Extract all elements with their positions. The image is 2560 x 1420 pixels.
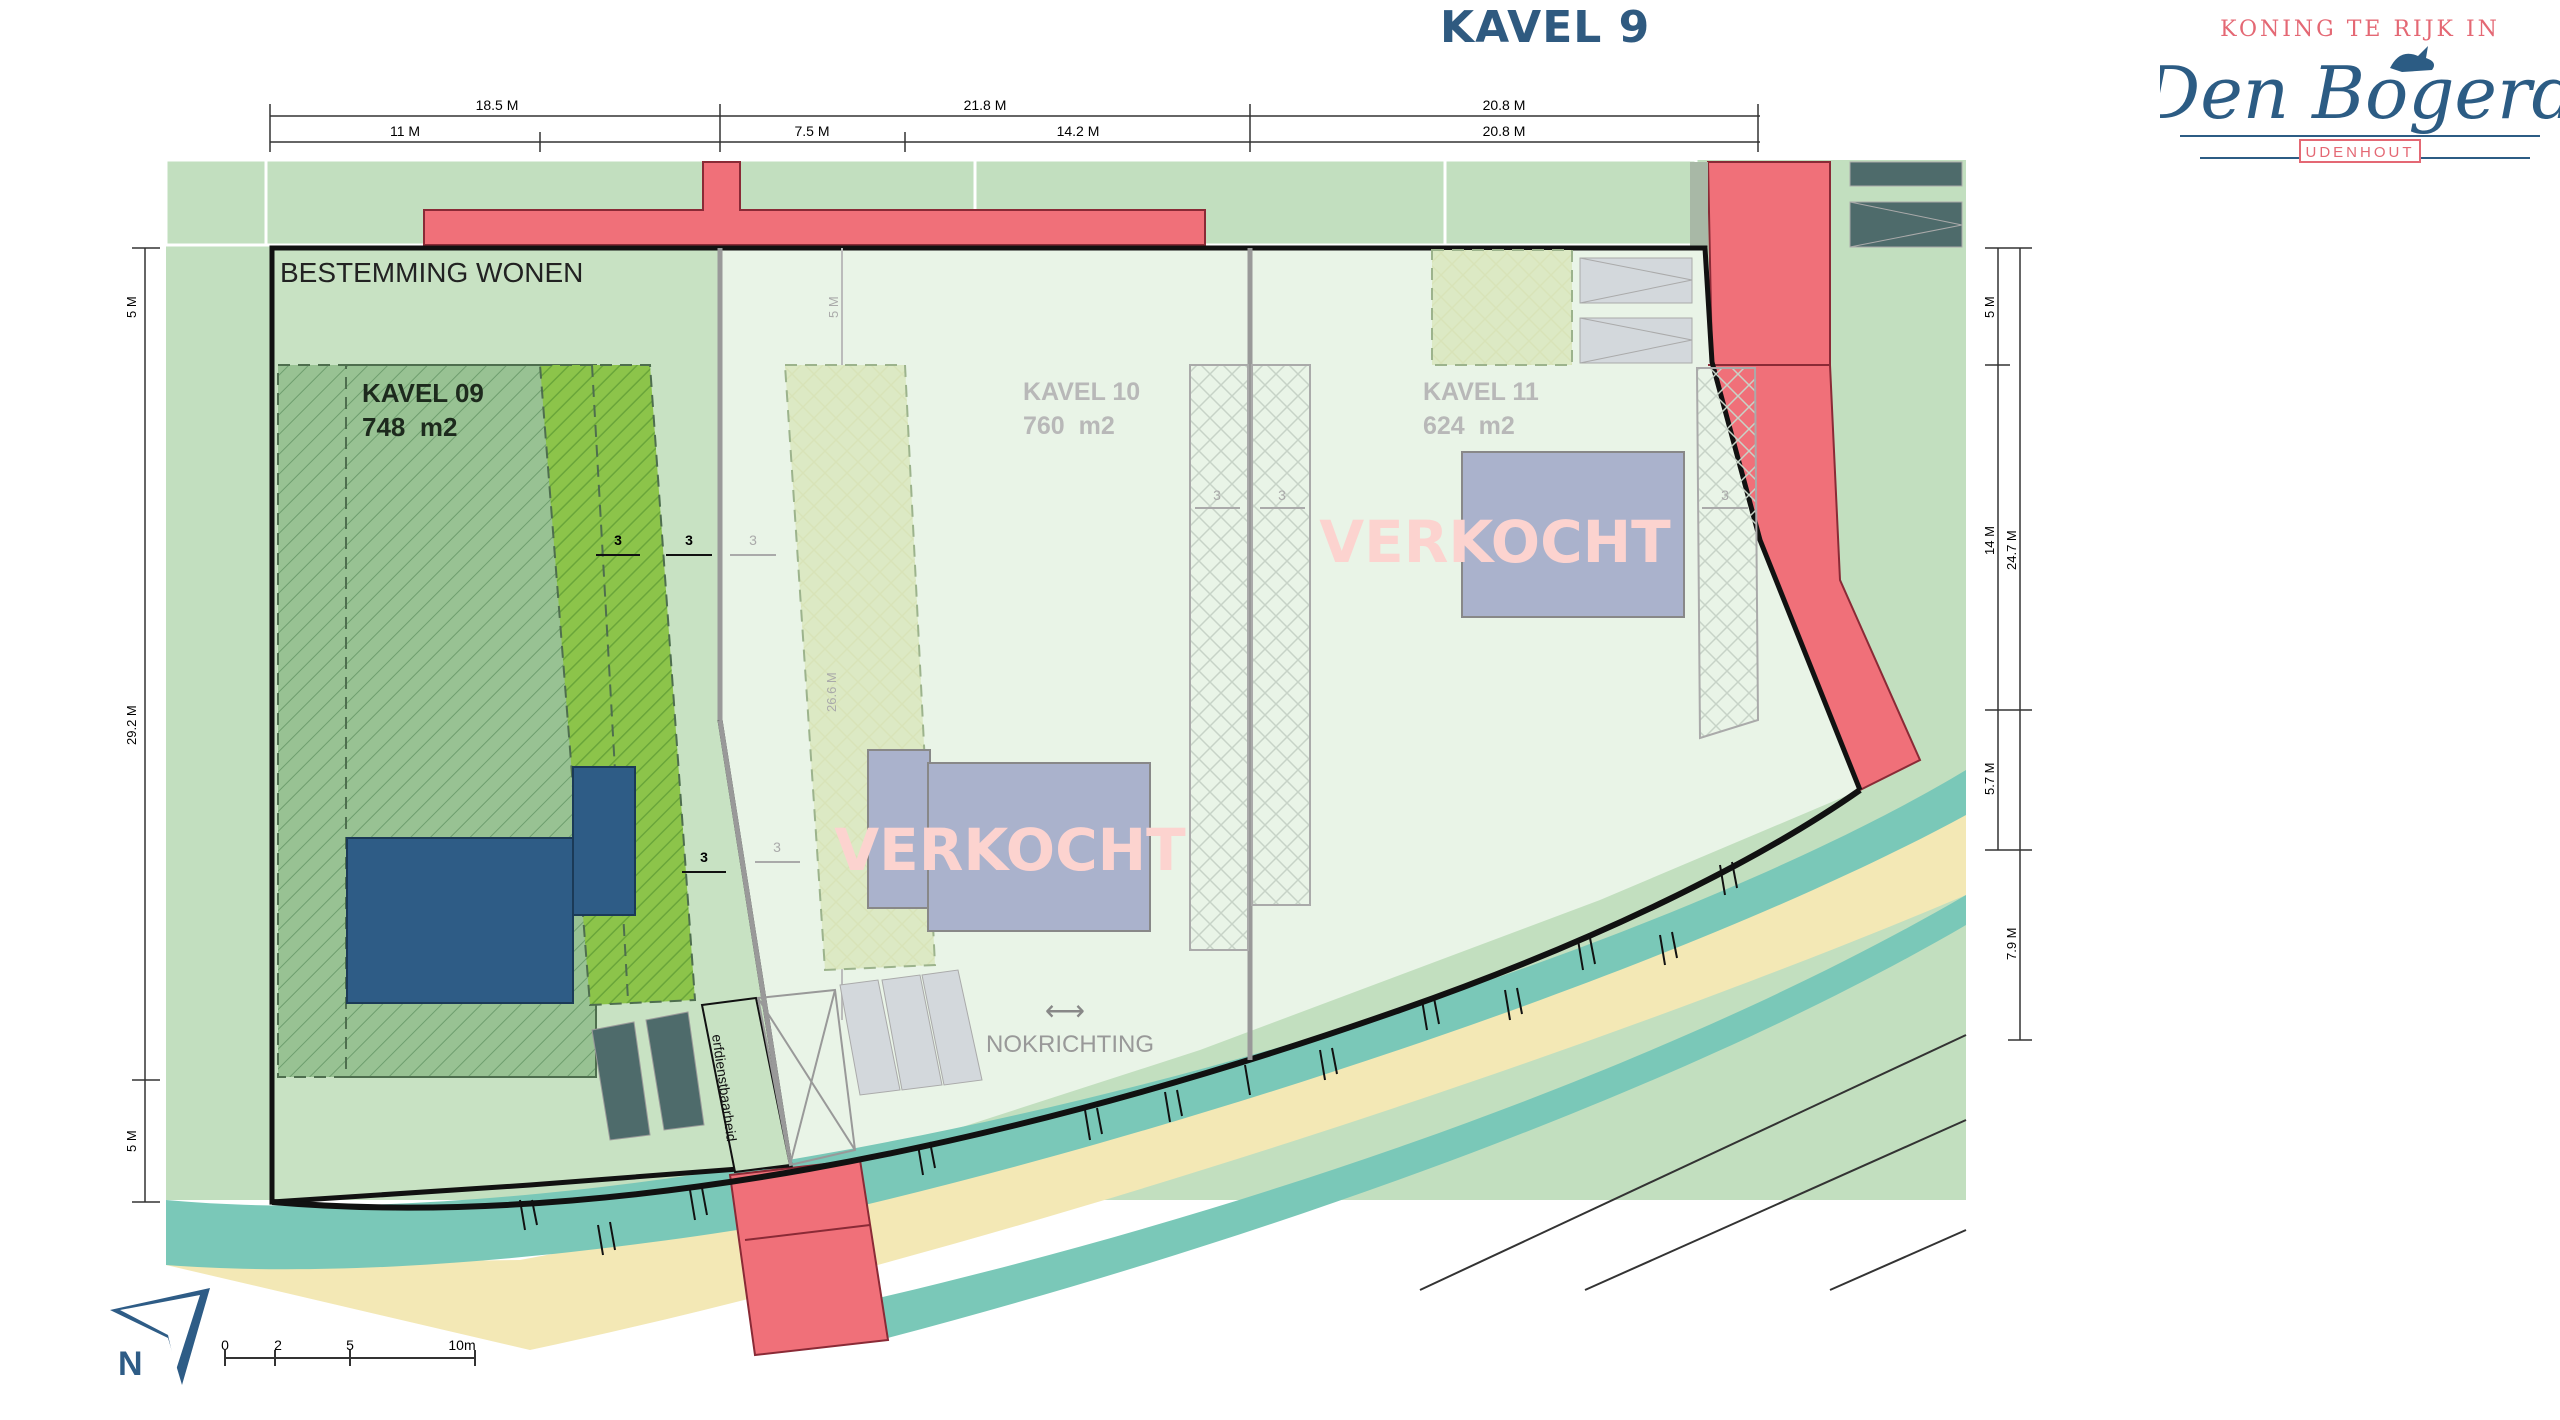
dim-right-label: 14 M	[1982, 526, 1997, 555]
dim-left-label: 5 M	[124, 296, 139, 318]
inner-dim-label: 5 M	[826, 296, 841, 318]
gap-label: 3	[773, 839, 781, 855]
dim-right-label: 24.7 M	[2004, 530, 2019, 570]
right-dimension	[1985, 247, 2032, 1041]
lot-10-building	[927, 762, 1151, 932]
scale-label: 2	[274, 1337, 282, 1353]
hare-icon	[2390, 46, 2434, 72]
scale-bar	[224, 1350, 476, 1366]
lot-09-name: KAVEL 09	[362, 378, 484, 408]
sidewalk-band	[166, 770, 1966, 1270]
parking-slot	[839, 979, 901, 1096]
dim-top-label: 20.8 M	[1483, 123, 1526, 139]
lot-11-building	[1461, 451, 1685, 618]
den-bogerd-logo: KONING TE RIJK IN Den Bogerd UDENHOUT	[2160, 17, 2560, 163]
tree-marks	[519, 861, 1738, 1256]
lot-09-area: 748 m2	[362, 412, 457, 442]
gap-marker: 3	[755, 839, 800, 863]
parking-slot	[921, 969, 983, 1086]
dim-left-label: 29.2 M	[124, 705, 139, 745]
lot-11-name: KAVEL 11	[1423, 378, 1539, 406]
gap-label: 3	[1278, 487, 1286, 503]
gap-label: 3	[614, 532, 622, 548]
dim-top-label: 11 M	[390, 123, 420, 139]
scale-label: 0	[221, 1337, 229, 1353]
gap-marker: 3	[1260, 487, 1305, 509]
lot-11-boundary	[1250, 245, 1863, 791]
plot-bottom-edge	[271, 787, 1862, 1211]
dim-right-label: 7.9 M	[2004, 927, 2019, 960]
dim-left-label: 5 M	[124, 1130, 139, 1152]
page-title: KAVEL 9	[1440, 2, 1651, 53]
dim-top-label: 7.5 M	[794, 123, 829, 139]
gap-marker: 3	[666, 532, 712, 556]
lot-10-side-strip	[1189, 364, 1249, 951]
dim-top-label: 20.8 M	[1483, 97, 1526, 113]
left-dimension	[132, 247, 160, 1203]
lot-09-building	[346, 837, 574, 1004]
gap-marker: 3	[682, 849, 726, 873]
gap-marker: 3	[1195, 487, 1240, 509]
dim-right-label: 5 M	[1982, 296, 1997, 318]
logo-place: UDENHOUT	[2306, 144, 2415, 161]
parking-slot	[645, 1011, 705, 1131]
dim-top-label: 21.8 M	[964, 97, 1007, 113]
scale-label: 5	[346, 1337, 354, 1353]
scale-label: 10m	[448, 1337, 475, 1353]
lot-10-status: VERKOCHT	[834, 816, 1186, 884]
road-top-right-gap	[1690, 162, 1708, 247]
lot-10-area: 760 m2	[1023, 412, 1115, 440]
lot-11-area: 624 m2	[1423, 412, 1515, 440]
gap-label: 3	[1213, 487, 1221, 503]
ridge-direction-arrow: ⟷	[1045, 995, 1085, 1026]
lot-10-building-annex	[867, 749, 931, 909]
dim-top-label: 18.5 M	[476, 97, 519, 113]
lot-11-side-strip-right	[1695, 367, 1760, 740]
lot-11-side-strip	[1251, 364, 1311, 906]
road-top	[423, 161, 1206, 246]
gap-marker: 3	[730, 532, 776, 556]
lot-09-building-annex	[572, 766, 636, 916]
sidewalk-band-lower	[870, 895, 1966, 1340]
parking-slot	[591, 1021, 651, 1141]
gap-label: 3	[685, 532, 693, 548]
dim-right-label: 5.7 M	[1982, 762, 1997, 795]
north-label: N	[118, 1345, 143, 1383]
inner-dim-label: 26.6 M	[824, 672, 839, 712]
logo-tagline: KONING TE RIJK IN	[2220, 17, 2500, 42]
lot-10-name: KAVEL 10	[1023, 378, 1140, 406]
ridge-direction-label: NOKRICHTING	[986, 1031, 1154, 1058]
gap-label: 3	[749, 532, 757, 548]
logo-name: Den Bogerd	[2160, 51, 2560, 135]
zone-label: BESTEMMING WONEN	[280, 257, 583, 288]
parking-slot	[1849, 161, 1963, 187]
parking-slot	[1579, 317, 1693, 364]
gap-marker: 3	[1702, 487, 1748, 509]
gap-label: 3	[1721, 487, 1729, 503]
lot-11-status: VERKOCHT	[1319, 508, 1671, 576]
top-dimension-row-1	[269, 104, 1760, 152]
gap-marker: 3	[596, 532, 640, 556]
gap-label: 3	[700, 849, 708, 865]
parking-slot	[881, 974, 943, 1091]
road-bottom	[728, 1158, 890, 1357]
parking-slot	[1849, 201, 1963, 248]
path-band	[166, 800, 1966, 1350]
parking-slot	[1579, 257, 1693, 304]
dim-top-label: 14.2 M	[1057, 123, 1100, 139]
